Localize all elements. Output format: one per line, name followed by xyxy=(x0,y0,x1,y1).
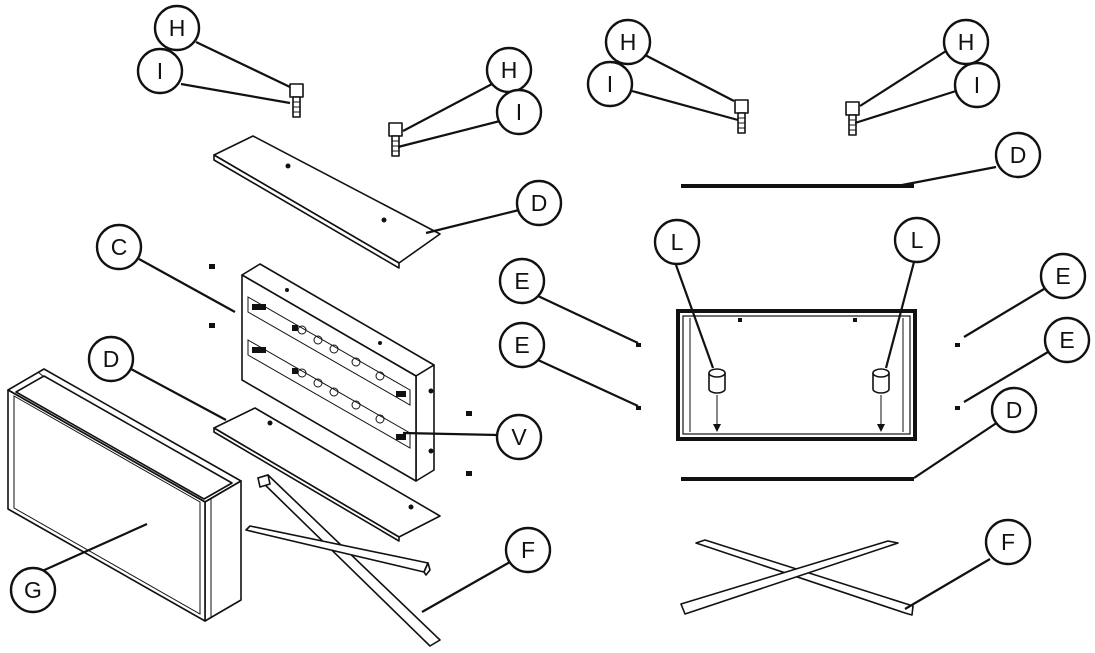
mid-panel-d-left xyxy=(213,407,441,542)
screw-h-i-right-1 xyxy=(734,99,749,134)
svg-text:E: E xyxy=(514,268,529,294)
x-stand-f-left xyxy=(245,474,441,647)
callout-v-panel: V xyxy=(495,413,543,461)
top-panel-d-left xyxy=(213,135,441,269)
svg-text:I: I xyxy=(157,58,163,84)
svg-text:L: L xyxy=(671,229,684,255)
x-stand-f-right xyxy=(680,539,914,616)
screw-h-i-left-1 xyxy=(289,83,304,118)
callout-f-right: F xyxy=(984,518,1032,566)
svg-text:E: E xyxy=(514,332,529,358)
screw-h-i-right-2 xyxy=(845,101,860,136)
callout-e-lower-left: E xyxy=(498,321,546,369)
callout-c-panel: C xyxy=(95,223,143,271)
screws-e xyxy=(636,343,960,410)
svg-text:I: I xyxy=(516,99,522,125)
svg-text:D: D xyxy=(1006,397,1023,423)
svg-text:I: I xyxy=(607,71,613,97)
svg-text:I: I xyxy=(974,72,980,98)
callout-f-left: F xyxy=(504,526,552,574)
callout-l-left: L xyxy=(653,218,701,266)
cabinet-g xyxy=(7,368,242,622)
levelers-l xyxy=(708,368,890,432)
svg-text:H: H xyxy=(958,29,975,55)
svg-text:E: E xyxy=(1055,263,1070,289)
callout-l-right: L xyxy=(893,216,941,264)
callout-h3: H xyxy=(604,18,652,66)
leader-lines xyxy=(39,41,1049,613)
svg-text:F: F xyxy=(521,537,535,563)
svg-text:H: H xyxy=(501,57,518,83)
callout-d-bottom-right: D xyxy=(990,386,1038,434)
control-panel-c xyxy=(241,263,435,482)
callout-e-lower-right: E xyxy=(1043,316,1091,364)
callout-i3: I xyxy=(586,60,634,108)
callout-i4: I xyxy=(953,61,1001,109)
callout-g-cabinet: G xyxy=(9,566,57,614)
callout-e-upper-right: E xyxy=(1039,252,1087,300)
svg-text:H: H xyxy=(620,29,637,55)
svg-text:V: V xyxy=(511,424,527,450)
callout-d-top-left: D xyxy=(515,179,563,227)
callout-i1: I xyxy=(136,47,184,95)
svg-text:D: D xyxy=(531,190,548,216)
callout-d-top-right: D xyxy=(994,131,1042,179)
svg-text:F: F xyxy=(1001,529,1015,555)
callout-h1: H xyxy=(153,4,201,52)
svg-text:C: C xyxy=(111,234,128,260)
frame-top-view xyxy=(676,309,917,441)
screw-h-i-left-2 xyxy=(388,122,403,157)
svg-text:D: D xyxy=(103,346,120,372)
svg-text:D: D xyxy=(1010,142,1027,168)
callout-i2: I xyxy=(495,88,543,136)
screws-c-left xyxy=(209,264,472,476)
callout-h2: H xyxy=(485,46,533,94)
svg-text:H: H xyxy=(169,15,186,41)
svg-text:G: G xyxy=(24,577,42,603)
callout-h4: H xyxy=(942,18,990,66)
svg-text:E: E xyxy=(1059,327,1074,353)
callout-e-upper-left: E xyxy=(498,257,546,305)
callout-d-mid-left: D xyxy=(87,335,135,383)
svg-text:L: L xyxy=(911,227,924,253)
